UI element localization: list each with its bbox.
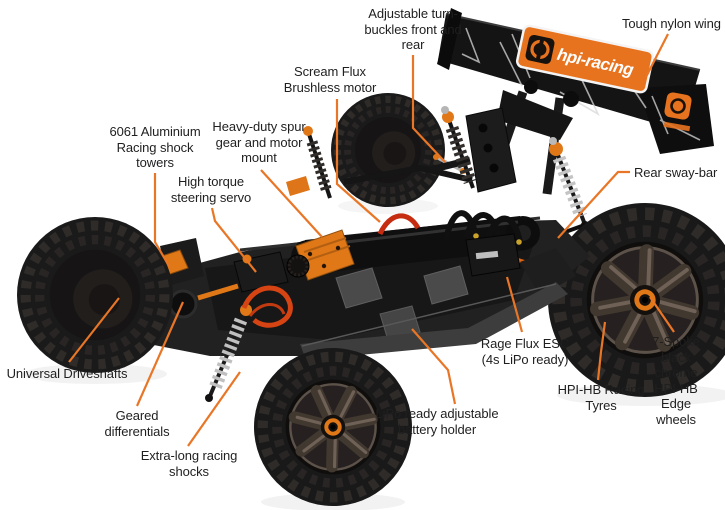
- front-wires: [241, 285, 293, 328]
- rear-right-shock: [549, 137, 589, 229]
- leader-geared-differentials: [135, 301, 185, 407]
- rear-suspension-structure: [286, 90, 605, 242]
- callout-edge-wheels: 7-Spoke black chrome HPI-HB Edge wheels: [652, 334, 700, 427]
- chassis: [66, 210, 590, 402]
- callout-geared-differentials: Geared differentials: [104, 408, 170, 439]
- battery-holder-part: [335, 265, 469, 341]
- leader-universal-driveshafts: [68, 297, 120, 363]
- leader-lines: [68, 33, 675, 447]
- rear-wing: hpi-racing: [437, 8, 714, 154]
- leader-spur-gear-mount: [260, 169, 323, 238]
- callout-spur-gear-mount: Heavy-duty spur gear and motor mount: [212, 119, 306, 165]
- leader-battery-holder: [411, 328, 457, 405]
- callout-adjustable-turnbuckles: Adjustable turn- buckles front and rear: [364, 6, 462, 52]
- wing-endplate: [638, 84, 714, 154]
- callout-scream-flux-motor: Scream Flux Brushless motor: [283, 64, 377, 95]
- leader-adjustable-turnbuckles: [411, 55, 446, 163]
- leader-shock-towers: [153, 173, 170, 267]
- callout-tough-nylon-wing: Tough nylon wing: [622, 16, 721, 31]
- leader-edge-wheels: [649, 296, 675, 333]
- hpi-circle-icon: [525, 34, 555, 64]
- leader-extra-long-shocks: [187, 371, 241, 447]
- front-left-wheel: [17, 217, 173, 373]
- esc-part: [443, 210, 523, 277]
- front-right-wheel: [331, 93, 445, 207]
- leader-steering-servo: [210, 207, 257, 273]
- leader-rear-sway-bar: [557, 170, 630, 239]
- wing-brand-badge: hpi-racing: [515, 24, 655, 94]
- hpi-circle-icon: [670, 98, 686, 114]
- callout-battery-holder: LiPo ready adjustable battery holder: [375, 406, 499, 437]
- callout-universal-driveshafts: Universal Driveshafts: [6, 366, 128, 381]
- callout-rage-flux-esc: Rage Flux ESC (4s LiPo ready): [480, 336, 570, 367]
- leader-rage-flux-esc: [505, 276, 524, 333]
- callout-shock-towers: 6061 Aluminium Racing shock towers: [109, 124, 201, 170]
- leader-scream-flux-motor: [335, 99, 381, 223]
- callout-racing-tyres: HPI-HB Racing Tyres: [557, 382, 645, 413]
- rear-left-shock: [441, 106, 477, 189]
- leader-tough-nylon-wing: [645, 33, 669, 78]
- callout-steering-servo: High torque steering servo: [170, 174, 252, 205]
- callout-rear-sway-bar: Rear sway-bar: [634, 165, 718, 180]
- front-far-shock: [303, 126, 333, 199]
- callout-extra-long-shocks: Extra-long racing shocks: [140, 448, 238, 479]
- endplate-badge: [664, 92, 692, 120]
- motor-mount-part: [286, 229, 355, 281]
- leader-racing-tyres: [596, 321, 607, 381]
